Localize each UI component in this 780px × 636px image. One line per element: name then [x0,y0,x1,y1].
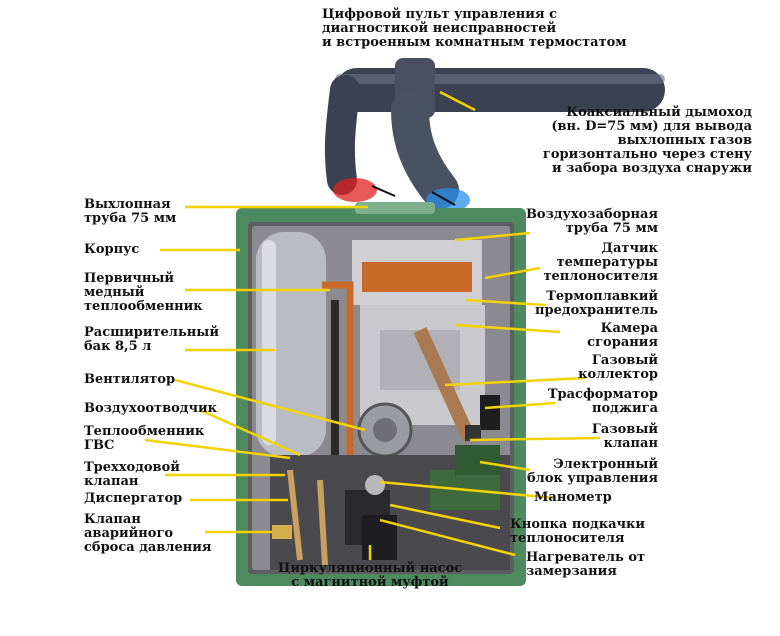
label-three-way-valve: Трехходовой клапан [84,460,180,489]
label-housing: Корпус [84,242,140,257]
label-ignition-transformer: Трасформатор поджига [547,387,658,416]
coaxial-flue-pipe [324,58,665,209]
label-temp-sensor: Датчик температуры теплоносителя [543,241,658,284]
label-relief-valve: Клапан аварийного сброса давления [84,512,212,555]
label-thermal-fuse: Термоплавкий предохранитель [535,289,658,318]
label-air-intake-pipe: Воздухозаборная труба 75 мм [525,207,658,236]
label-frost-heater: Нагреватель от замерзания [526,550,646,579]
label-coaxial-flue: Коаксиальный дымоход (вн. D=75 мм) для в… [542,105,752,176]
leader-lines-right [368,90,601,560]
hydraulic-block-shape [270,455,510,570]
leader-lines-left [144,205,368,534]
label-dispergator: Диспергатор [84,491,183,506]
control-board-shape [455,395,500,475]
label-fan: Вентилятор [84,372,176,387]
label-manometer: Манометр [534,490,612,505]
label-combustion-chamber: Камера сгорания [587,321,658,350]
label-dhw-exchanger: Теплообменник ГВС [84,424,205,453]
label-gas-valve: Газовый клапан [591,422,658,451]
intake-flow-cold [426,188,470,212]
label-gas-manifold: Газовый коллектор [578,353,658,382]
label-control-board: Электронный блок управления [526,457,658,486]
label-circulation-pump: Циркуляционный насос с магнитной муфтой [277,561,463,590]
label-primary-exchanger: Первичный медный теплообменник [84,271,203,314]
label-control-panel: Цифровой пульт управления с диагностикой… [322,7,627,50]
expansion-tank-shape [256,232,326,457]
fan-shape [357,402,413,458]
label-expansion-tank: Расширительный бак 8,5 л [84,325,219,354]
label-fill-button: Кнопка подкачки теплоносителя [510,517,646,546]
label-air-vent: Воздухоотводчик [84,401,218,416]
primary-exchanger-shape [322,240,482,460]
exhaust-flow-hot [333,178,396,202]
label-exhaust-pipe: Выхлопная труба 75 мм [84,197,177,226]
